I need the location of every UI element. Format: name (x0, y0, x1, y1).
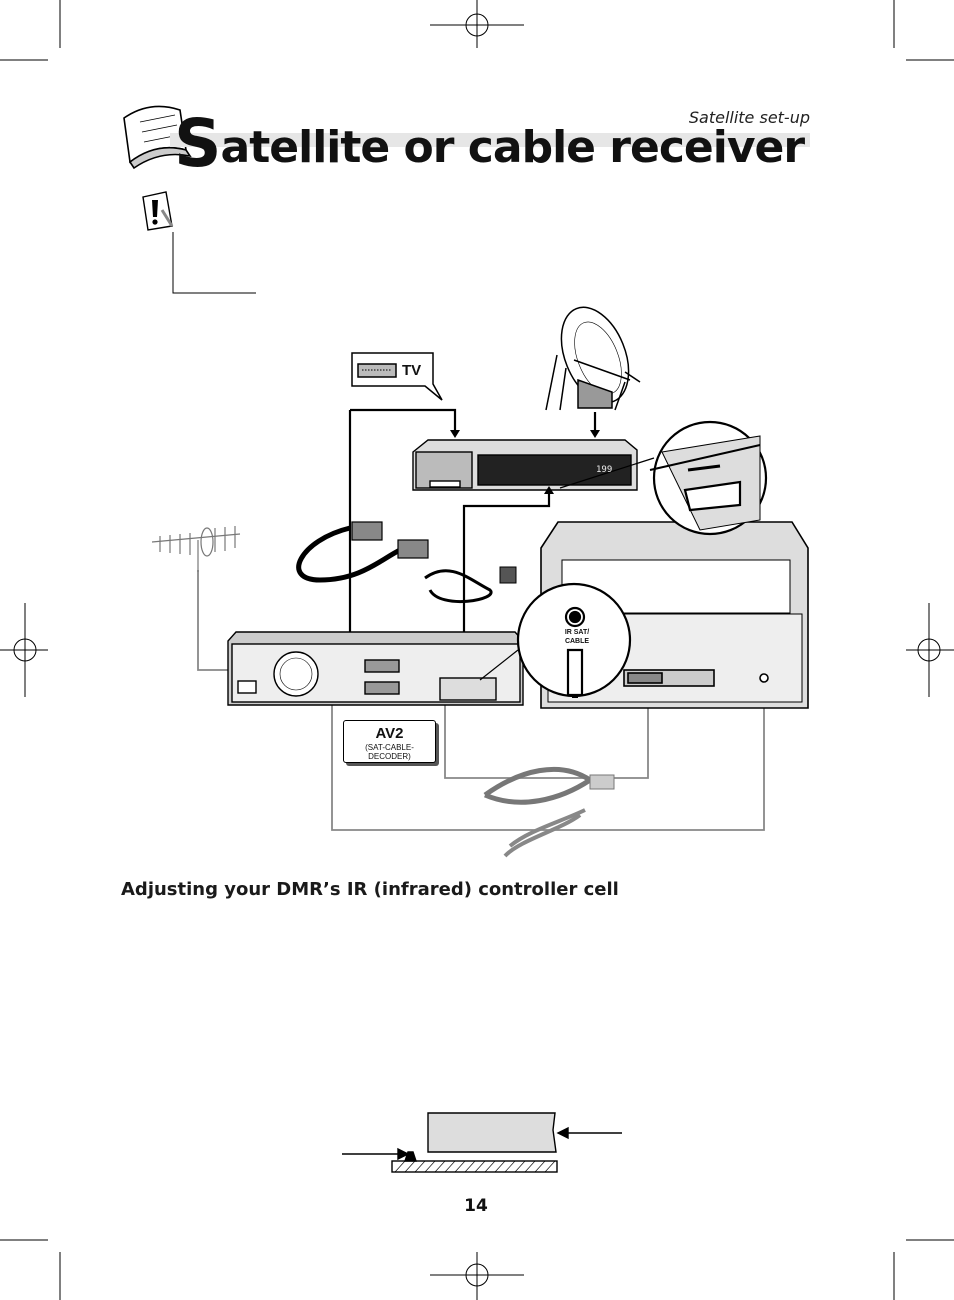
book-icon (123, 105, 192, 170)
ir-jack-label-line2: CABLE (564, 638, 590, 645)
av2-callout: AV2 (SAT-CABLE-DECODER) (343, 720, 436, 763)
page-title: Satellite or cable receiver (174, 111, 806, 177)
ir-cell-diagram (342, 1112, 622, 1173)
note-bracket (172, 232, 256, 294)
section-label: Satellite set-up (688, 108, 810, 127)
ir-jack-label-line1: IR SAT/ (564, 629, 590, 636)
ir-jack-label: IR SAT/ CABLE (553, 628, 601, 646)
av2-label: AV2 (375, 725, 404, 742)
title-text: atellite or cable receiver (220, 122, 806, 173)
jack-cable (424, 566, 517, 604)
receiver-display: 199 (596, 465, 613, 475)
ir-placement-zoom (559, 420, 768, 536)
dmr-recorder (227, 631, 524, 706)
section-subheading: Adjusting your DMR’s IR (infrared) contr… (121, 879, 619, 900)
satellite-receiver (412, 439, 638, 491)
satellite-dish (545, 306, 641, 411)
rca-cable (503, 808, 586, 858)
scart-cable-bottom (483, 766, 615, 805)
aerial-antenna (151, 526, 241, 572)
av2-sublabel: (SAT-CABLE-DECODER) (365, 743, 414, 761)
page-number: 14 (464, 1196, 488, 1216)
ir-jack-zoom (479, 582, 632, 698)
title-initial: S (174, 105, 222, 182)
warning-note-icon (142, 191, 174, 231)
scart-cable-top (296, 521, 429, 583)
title-underline-bar (170, 133, 810, 147)
tv-callout-box (351, 352, 443, 401)
tv-callout-label: TV (402, 362, 422, 379)
